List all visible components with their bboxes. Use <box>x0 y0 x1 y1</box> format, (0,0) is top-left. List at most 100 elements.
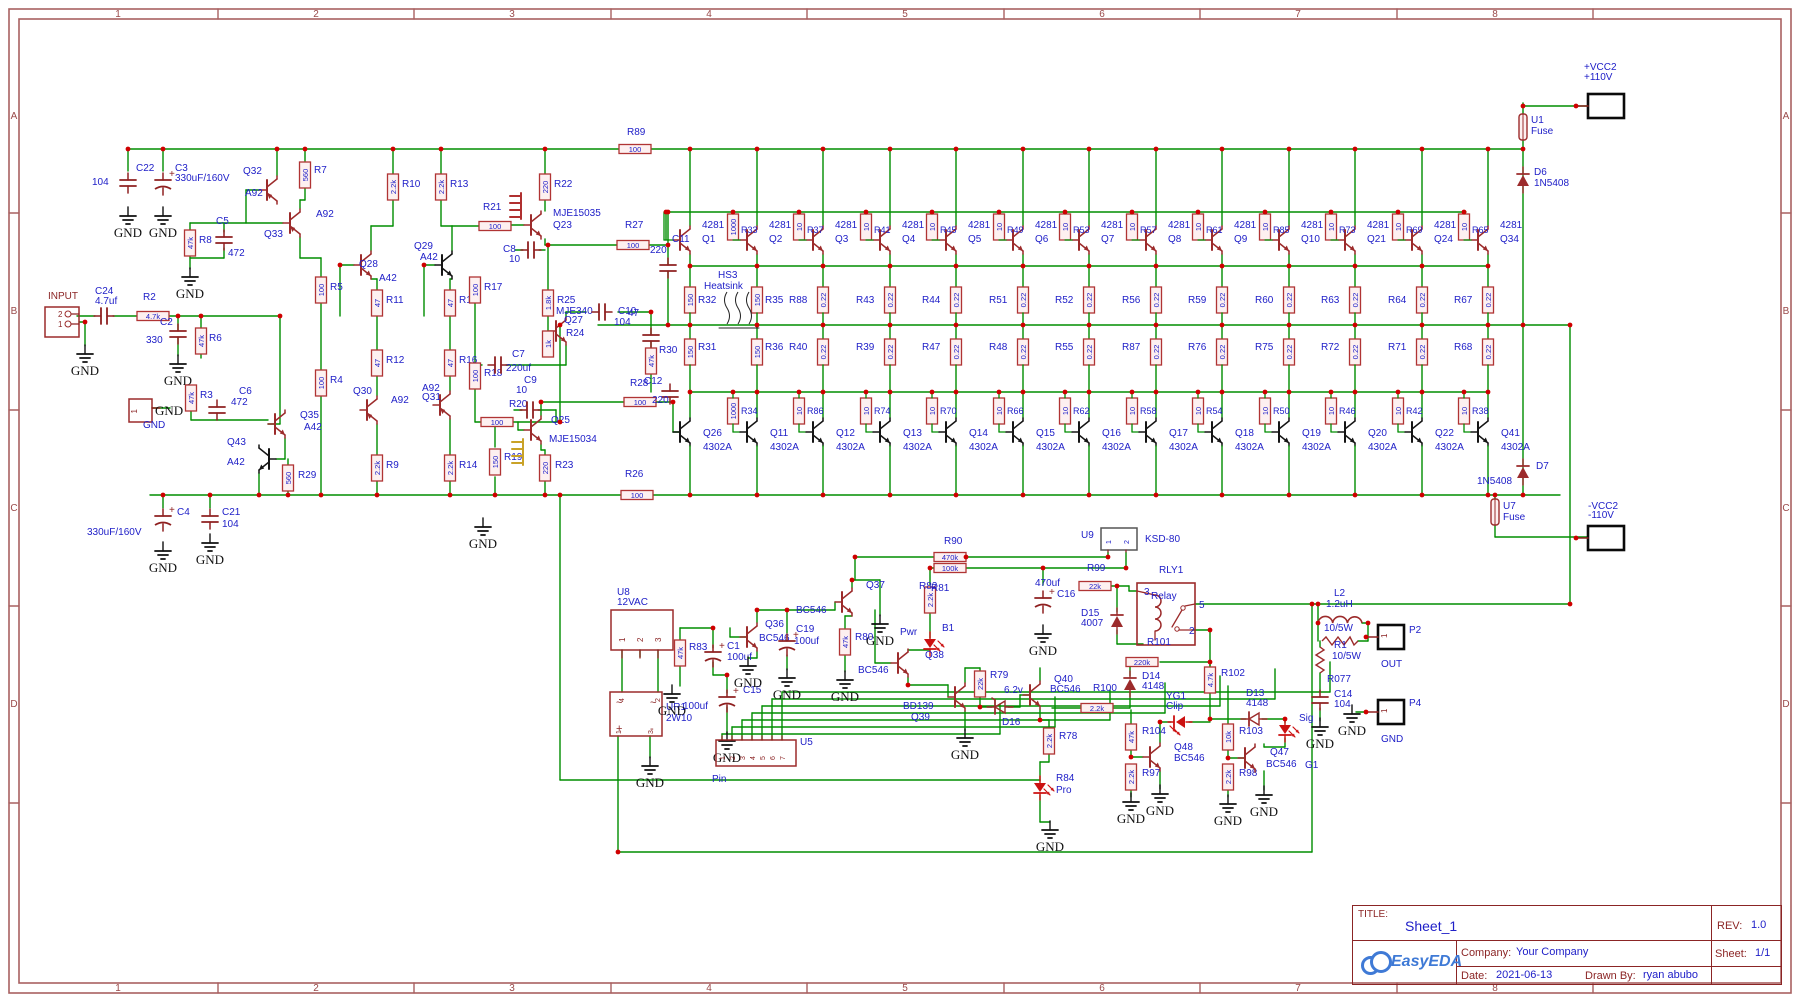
part-gnd[interactable]: GND <box>71 344 99 378</box>
sheet-title[interactable]: Sheet_1 <box>1405 918 1458 934</box>
part-gnd[interactable]: GND <box>1250 785 1278 819</box>
part-gnd[interactable]: GND <box>658 684 686 718</box>
part-cap[interactable] <box>642 327 660 349</box>
part-gnd[interactable]: GND <box>951 728 979 762</box>
company-value[interactable]: Your Company <box>1516 946 1589 958</box>
part--VCC2[interactable]: -VCC2-110V <box>1573 501 1626 552</box>
part-gnd[interactable]: GND <box>636 756 664 790</box>
part-gnd[interactable]: GND <box>176 267 204 301</box>
part-gnd[interactable]: GND <box>1214 794 1242 828</box>
part-gnd[interactable]: GND <box>734 656 762 690</box>
part-gnd[interactable]: GND <box>114 206 142 240</box>
part-gnd[interactable]: GND <box>831 670 859 704</box>
part-gnd[interactable]: GND <box>1306 717 1334 751</box>
part-rzh[interactable] <box>1321 635 1359 647</box>
part-gnd[interactable]: GND <box>1338 704 1366 738</box>
part-gnd[interactable]: GND <box>713 731 741 765</box>
part-Q25[interactable]: Q25MJE15034 <box>523 415 597 445</box>
part-Sig[interactable]: Sig <box>1278 713 1313 743</box>
part-gnd[interactable]: GND <box>1036 820 1064 854</box>
date-value[interactable]: 2021-06-13 <box>1496 969 1553 981</box>
part-hs[interactable] <box>509 192 522 220</box>
part-hs3[interactable] <box>718 291 760 329</box>
part-gnd[interactable]: GND <box>1117 792 1145 826</box>
part-gnd[interactable]: GND <box>149 206 177 240</box>
sheet-value[interactable]: 1/1 <box>1755 947 1771 959</box>
part-hs[interactable] <box>511 438 524 466</box>
